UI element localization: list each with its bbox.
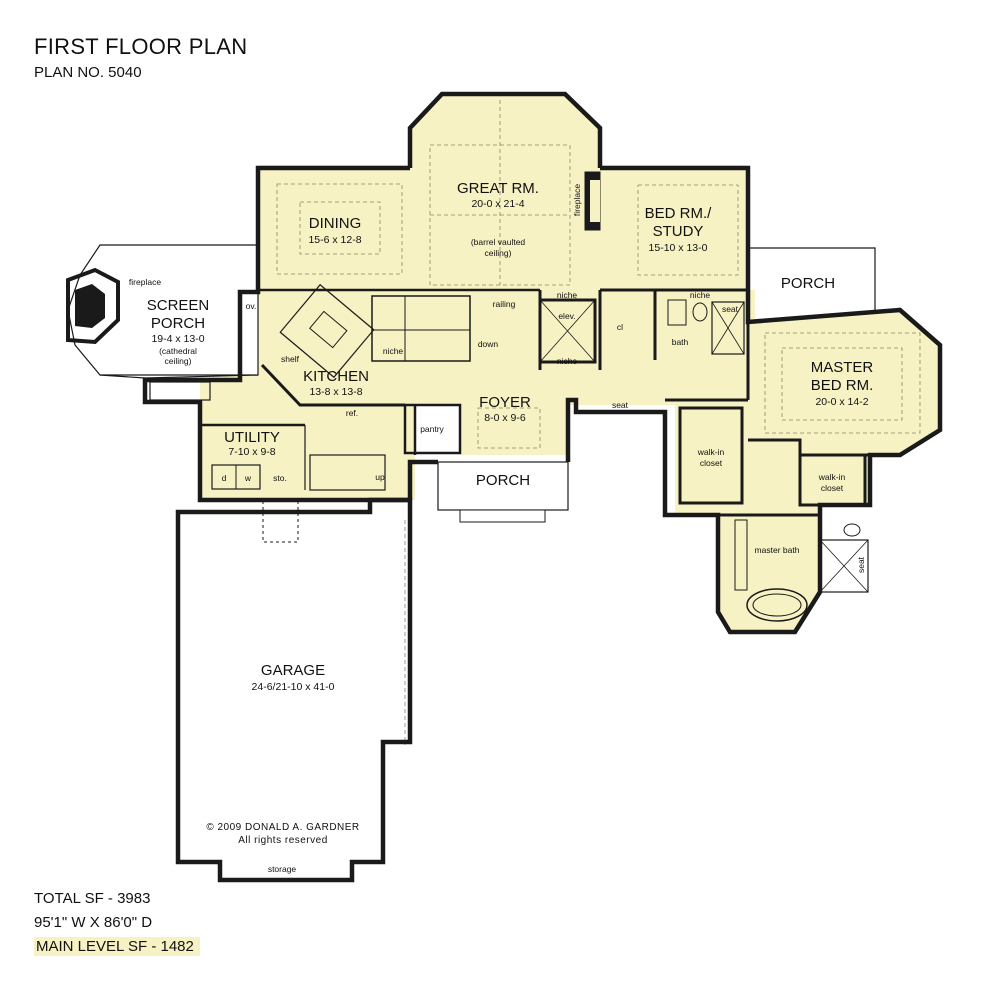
great-room-fireplace-label: fireplace	[572, 184, 582, 216]
screen-porch-note1: (cathedral	[159, 346, 197, 356]
plan-title: FIRST FLOOR PLAN	[34, 34, 248, 59]
dryer-label: d	[222, 473, 227, 483]
screen-porch-note2: ceiling)	[165, 356, 192, 366]
foyer-ceiling	[477, 407, 541, 449]
dining-dims: 15-6 x 12-8	[308, 234, 361, 246]
railing-label: railing	[493, 299, 516, 309]
interior-walls	[200, 171, 870, 622]
overall-dimensions: 95'1" W X 86'0" D	[34, 914, 153, 931]
great-room-dims: 20-0 x 21-4	[471, 198, 524, 210]
study-ceiling	[637, 184, 739, 276]
screen-porch	[66, 244, 259, 401]
front-porch-steps	[459, 509, 546, 523]
kitchen-name: KITCHEN	[303, 368, 369, 385]
closet-label: cl	[617, 322, 623, 332]
master-bath-label: master bath	[755, 545, 800, 555]
master-bed-name-line2: BED RM.	[811, 377, 874, 394]
fixture-labels: ov. shelf niche railing down niche elev.…	[222, 290, 866, 874]
master-tray-inner	[781, 347, 903, 421]
stair-up-label: up	[375, 472, 385, 482]
master-wing-fill	[675, 310, 940, 632]
copyright: © 2009 DONALD A. GARDNER All rights rese…	[206, 822, 359, 846]
master-bed-name-line1: MASTER	[811, 359, 874, 376]
foyer-dims: 8-0 x 9-6	[484, 412, 526, 424]
master-bed-dims: 20-0 x 14-2	[815, 396, 868, 408]
main-level-sf: MAIN LEVEL SF - 1482	[34, 937, 200, 956]
walk-in-closet-1-line1: walk-in	[697, 447, 725, 457]
bath-seat-label: seat	[722, 304, 739, 314]
great-room-note1: (barrel vaulted	[471, 237, 526, 247]
main-middle-fill	[200, 290, 755, 405]
screen-porch-name-line2: PORCH	[151, 315, 205, 332]
garage-storage-label: storage	[268, 864, 297, 874]
foyer-name: FOYER	[479, 394, 531, 411]
main-upper-fill	[258, 165, 748, 295]
refrigerator-label: ref.	[346, 408, 358, 418]
shelf-label: shelf	[281, 354, 300, 364]
front-porch-area	[437, 461, 569, 511]
total-sf: TOTAL SF - 3983	[34, 890, 151, 907]
utility-dims: 7-10 x 9-8	[228, 446, 275, 458]
copyright-line1: © 2009 DONALD A. GARDNER	[206, 822, 359, 833]
kitchen-dims: 13-8 x 13-8	[309, 386, 362, 398]
washer-label: w	[244, 473, 252, 483]
niche-kitchen-label: niche	[383, 346, 404, 356]
walk-in-closet-2-line2: closet	[821, 483, 844, 493]
niche-elev-top-label: niche	[557, 290, 578, 300]
dining-tray-inner	[299, 201, 381, 255]
bath-label: bath	[672, 337, 689, 347]
oven-label: ov.	[246, 301, 257, 311]
right-porch-name: PORCH	[781, 275, 835, 292]
front-porch-name: PORCH	[476, 472, 530, 489]
storage-utility-label: sto.	[273, 473, 287, 483]
garage-name: GARAGE	[261, 662, 325, 679]
dining-tray-outer	[276, 183, 403, 275]
screen-porch-fireplace-label: fireplace	[129, 277, 161, 287]
master-bath-seat-label: seat	[856, 556, 866, 573]
great-room-note2: ceiling)	[485, 248, 512, 258]
niche-bath-label: niche	[690, 290, 711, 300]
utility-name: UTILITY	[224, 429, 280, 446]
study-name-line1: BED RM./	[645, 205, 713, 222]
study-dims: 15-10 x 13-0	[649, 242, 708, 254]
right-porch-outline	[748, 247, 876, 312]
niche-elev-bottom-label: niche	[557, 356, 578, 366]
walk-in-closet-1-line2: closet	[700, 458, 723, 468]
screen-porch-dims: 19-4 x 13-0	[151, 333, 204, 345]
walk-in-closet-2-line1: walk-in	[818, 472, 846, 482]
foyer-seat-label: seat	[612, 400, 629, 410]
garage-steps	[262, 499, 299, 543]
room-labels: fireplace SCREEN PORCH 19-4 x 13-0 (cath…	[129, 180, 873, 693]
copyright-line2: All rights reserved	[238, 835, 328, 846]
master-tray-outer	[764, 332, 921, 434]
stair-down-label: down	[478, 339, 499, 349]
screen-porch-name-line1: SCREEN	[147, 297, 210, 314]
garage-dims: 24-6/21-10 x 41-0	[252, 681, 335, 693]
great-room-name: GREAT RM.	[457, 180, 539, 197]
pantry-label: pantry	[420, 424, 444, 434]
interior-fill	[200, 92, 940, 632]
study-name-line2: STUDY	[653, 223, 704, 240]
plan-number: PLAN NO. 5040	[34, 64, 142, 81]
ceiling-lines	[276, 100, 921, 745]
elevator-label: elev.	[558, 311, 575, 321]
dining-name: DINING	[309, 215, 362, 232]
great-room-bay-fill	[410, 92, 600, 168]
